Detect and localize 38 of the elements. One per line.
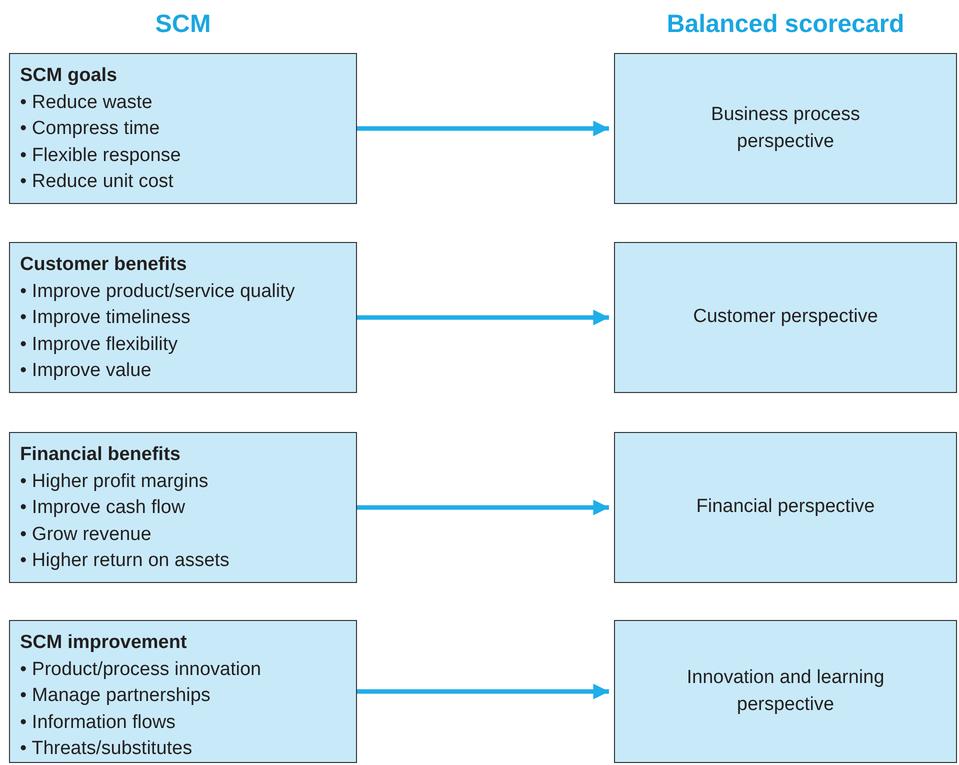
perspective-box: [614, 242, 957, 393]
box-heading: Customer benefits: [20, 253, 188, 277]
bullet-item: • Improve flexibility: [20, 332, 179, 356]
bullet-item: • Improve value: [20, 359, 152, 383]
bullet-item: • Higher profit margins: [20, 470, 210, 494]
column-heading: SCM: [154, 9, 212, 40]
box-heading: SCM improvement: [20, 631, 188, 655]
box-text: Business process perspective: [710, 103, 861, 154]
bullet-item: • Compress time: [20, 117, 161, 141]
arrow: [357, 500, 609, 516]
box-text: Customer perspective: [692, 305, 879, 330]
perspective-box: [614, 53, 957, 204]
box-text: Financial perspective: [695, 495, 876, 520]
list-box: [9, 242, 357, 393]
bullet-item: • Flexible response: [20, 144, 182, 168]
bullet-item: • Improve cash flow: [20, 496, 186, 520]
bullet-item: • Reduce unit cost: [20, 170, 174, 194]
bullet-item: • Improve timeliness: [20, 306, 192, 330]
list-box: [9, 620, 357, 763]
bullet-item: • Information flows: [20, 710, 177, 734]
bullet-item: • Reduce waste: [20, 90, 154, 114]
bullet-item: • Manage partnerships: [20, 684, 212, 708]
bullet-item: • Higher return on assets: [20, 549, 230, 573]
perspective-box: [614, 432, 957, 583]
column-heading: Balanced scorecard: [666, 9, 906, 40]
arrow: [357, 684, 609, 700]
list-box: [9, 432, 357, 583]
box-heading: SCM goals: [20, 64, 118, 88]
box-heading: Financial benefits: [20, 443, 182, 467]
bullet-item: • Improve product/service quality: [20, 280, 296, 304]
perspective-box: [614, 620, 957, 763]
arrow: [357, 310, 609, 326]
list-box: [9, 53, 357, 204]
bullet-item: • Grow revenue: [20, 522, 152, 546]
box-text: Innovation and learning perspective: [686, 666, 886, 716]
bullet-item: • Threats/substitutes: [20, 737, 194, 761]
bullet-item: • Product/process innovation: [20, 658, 262, 682]
arrow: [357, 120, 609, 136]
